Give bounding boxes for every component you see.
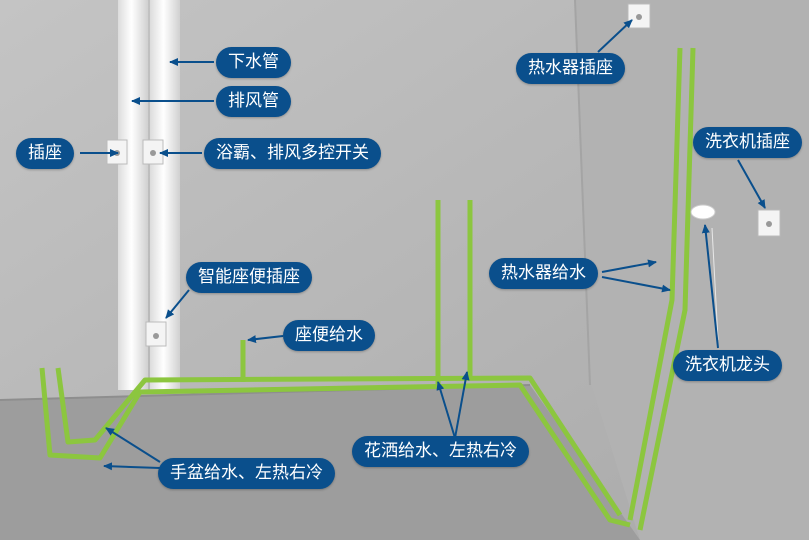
water-heater-pipe-a xyxy=(627,47,683,521)
label-water-heater-socket: 热水器插座 xyxy=(516,53,625,84)
label-socket: 插座 xyxy=(16,138,74,169)
arrow-toilet-supply xyxy=(247,335,284,344)
drain-pipe-shape xyxy=(118,0,148,390)
arrow-smart-toilet-socket xyxy=(165,289,190,319)
label-washer-socket: 洗衣机插座 xyxy=(693,127,802,158)
label-water-heater-supply: 热水器给水 xyxy=(489,258,598,289)
basin-hot-pipe xyxy=(39,367,631,528)
label-exhaust-pipe: 排风管 xyxy=(216,86,291,117)
label-smart-toilet-socket: 智能座便插座 xyxy=(186,262,312,293)
arrow-heater-supply-b xyxy=(601,276,671,293)
label-basin-water-supply: 手盆给水、左热右冷 xyxy=(158,458,335,489)
label-toilet-water-supply: 座便给水 xyxy=(283,320,375,351)
arrow-shower-a xyxy=(436,381,456,439)
smart-toilet-socket-box xyxy=(145,321,167,347)
arrow-washer-faucet xyxy=(701,224,719,349)
label-bath-heater-switch: 浴霸、排风多控开关 xyxy=(204,138,381,169)
basin-cold-pipe xyxy=(55,367,623,517)
washer-faucet-fixture xyxy=(690,204,716,220)
pointer-arrows xyxy=(80,19,766,471)
washer-socket-box xyxy=(757,209,781,237)
arrow-washer-socket xyxy=(737,159,766,209)
water-heater-pipe-b xyxy=(637,47,696,531)
water-pipes xyxy=(39,47,696,531)
arrow-shower-b xyxy=(454,371,470,439)
arrow-heater-supply-a xyxy=(601,259,657,273)
switch-box xyxy=(142,139,164,165)
arrow-basin-a xyxy=(103,462,161,471)
arrow-basin-b xyxy=(105,427,161,463)
water-heater-socket-box xyxy=(627,3,651,29)
label-drain-pipe: 下水管 xyxy=(216,47,291,78)
label-washer-faucet: 洗衣机龙头 xyxy=(673,350,782,381)
arrow-heater-socket xyxy=(597,19,633,53)
label-shower-water-supply: 花洒给水、左热右冷 xyxy=(352,436,529,467)
